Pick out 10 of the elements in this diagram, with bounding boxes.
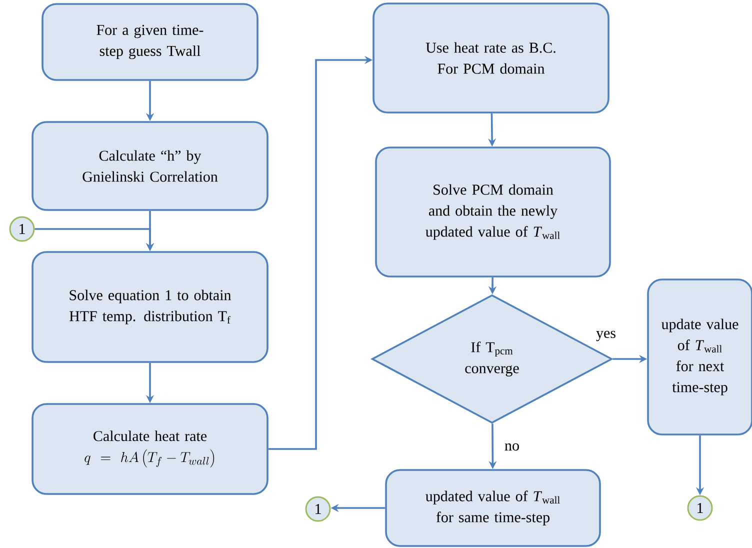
process-box: update value of T$_{wall}$ for next time-step: [647, 278, 752, 436]
process-box: Calculate heat rate $q = hA\left(T_f - T_{wall}\right)$: [32, 403, 268, 495]
process-box: Calculate “h” by Gnielinski Correlation: [32, 121, 268, 211]
process-box: Solve equation 1 to obtain HTF temp. distribution T$_{f}$: [32, 251, 268, 363]
edge-label: no: [504, 442, 520, 452]
process-box: Use heat rate as B.C. For PCM domain: [372, 2, 610, 114]
process-box: updated value of T$_{wall}$ for same time-step: [385, 469, 601, 547]
process-box: Solve PCM domain and obtain the newly updated value of T$_{wall}$: [375, 146, 611, 278]
process-box: For a given time-step guess Twall: [42, 3, 258, 81]
edge-label: yes: [595, 330, 617, 342]
